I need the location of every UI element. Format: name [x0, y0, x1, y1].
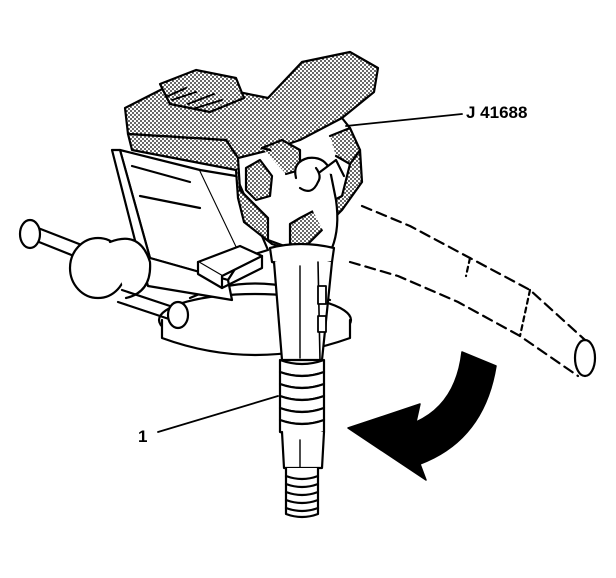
callout-tool-label: J 41688: [466, 103, 528, 122]
vise-body: [110, 148, 270, 302]
tool-j41688: [123, 50, 380, 252]
leader-line-tool: [345, 113, 463, 127]
callout-part-label: 1: [138, 427, 148, 446]
rotation-arrow-icon: [347, 351, 497, 481]
leader-line-part: [157, 395, 279, 433]
boot-end: [294, 156, 346, 250]
vise-handle: [18, 218, 190, 330]
spark-plug: [268, 242, 336, 519]
spark-plug-boot-outline: [348, 204, 597, 378]
